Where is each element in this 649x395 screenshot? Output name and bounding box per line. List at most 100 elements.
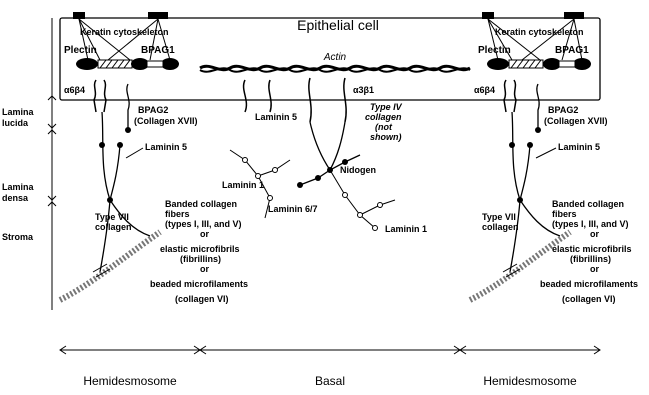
right-integrin-chain <box>504 80 506 112</box>
right-integrin-chain <box>514 80 516 112</box>
type4-label-2: collagen <box>365 112 402 122</box>
left-bpag1-rod <box>147 61 163 67</box>
left-fibers-line: Banded collagen <box>165 199 237 209</box>
right-laminin5-strand <box>512 112 520 200</box>
laminin1-right-strand <box>330 170 375 228</box>
left-fibers-line: (types I, III, and V) <box>165 219 242 229</box>
right-collagen7-strand <box>510 200 520 272</box>
left-laminin5-node <box>117 142 123 148</box>
right-type7-sub: collagen <box>482 222 519 232</box>
right-laminin5-label: Laminin 5 <box>558 142 600 152</box>
left-fibers-list: Banded collagen fibers (types I, III, an… <box>150 199 248 304</box>
actin-label: Actin <box>323 52 347 63</box>
left-plectin-blob <box>76 58 98 70</box>
type4-label-1: Type IV <box>370 102 403 112</box>
nidogen-label: Nidogen <box>340 165 376 175</box>
left-bpag2-label: BPAG2 <box>138 105 168 115</box>
right-fibers-line: Banded collagen <box>552 199 624 209</box>
right-fibers-line: or <box>590 264 599 274</box>
right-laminin5-strand <box>520 145 530 200</box>
right-bpag1-rod <box>559 61 575 67</box>
right-laminin5-node <box>527 142 533 148</box>
laminin-node <box>256 174 261 179</box>
laminin1-left-label: Laminin 1 <box>222 180 264 190</box>
laminin1-right-strand <box>360 200 395 215</box>
left-laminin5-strand <box>102 112 110 200</box>
right-hemidesmosome: Keratin cytoskeleton Plectin BPAG1 α6β4 … <box>470 12 638 304</box>
laminin-node <box>273 168 278 173</box>
right-type7-label: Type VII <box>482 212 516 222</box>
region-arrows: Hemidesmosome Basal Hemidesmosome <box>60 346 600 388</box>
left-fibers-line: (collagen VI) <box>175 294 229 304</box>
right-fibers-list: Banded collagen fibers (types I, III, an… <box>540 199 638 304</box>
center-anchor-chain <box>244 80 247 112</box>
left-bpag1-blob <box>161 58 179 70</box>
center-laminin5-strand <box>310 122 330 170</box>
type4-label-4: shown) <box>370 132 402 142</box>
region-label-left: Hemidesmosome <box>83 374 177 388</box>
left-banded-fiber <box>60 232 160 300</box>
center-laminin5-label: Laminin 5 <box>255 112 297 122</box>
left-fibers-line: elastic microfibrils <box>160 244 240 254</box>
lamina-lucida-label: Lamina <box>2 107 35 117</box>
cell-title: Epithelial cell <box>297 17 379 33</box>
right-laminin5-node <box>509 142 515 148</box>
left-bpag1-blob <box>131 58 149 70</box>
left-type7-label: Type VII <box>95 212 129 222</box>
left-laminin5-label: Laminin 5 <box>145 142 187 152</box>
right-bpag2-label: BPAG2 <box>548 105 578 115</box>
laminin1-right-label: Laminin 1 <box>385 224 427 234</box>
left-integrin-chain <box>94 80 96 112</box>
right-fibers-line: (types I, III, and V) <box>552 219 629 229</box>
right-laminin5-pointer <box>536 148 556 158</box>
lamina-lucida-label-2: lucida <box>2 118 29 128</box>
right-a6b4-label: α6β4 <box>474 85 495 95</box>
right-keratin-anchor <box>564 12 584 19</box>
laminin-node <box>373 226 378 231</box>
laminin-node <box>358 213 363 218</box>
right-bpag1-blob <box>573 58 591 70</box>
laminin-node <box>343 193 348 198</box>
right-bpag2-end <box>535 127 541 133</box>
right-fibers-line: or <box>590 229 599 239</box>
layer-scale: Lamina lucida Lamina densa Stroma <box>2 18 56 310</box>
lamina-densa-label: Lamina <box>2 182 35 192</box>
right-fibers-line: (collagen VI) <box>562 294 616 304</box>
right-bpag2-chain <box>537 84 539 128</box>
left-hemidesmosome: Keratin cytoskeleton Plectin BPAG1 α6β4 … <box>60 12 248 304</box>
laminin67-node <box>297 182 303 188</box>
right-fibers-line: (fibrillins) <box>570 254 611 264</box>
left-plectin-label: Plectin <box>64 45 97 56</box>
left-a6b4-label: α6β4 <box>64 85 85 95</box>
lamina-densa-label-2: densa <box>2 193 29 203</box>
right-fibers-line: fibers <box>552 209 577 219</box>
left-keratin-anchor <box>73 12 85 19</box>
right-bpag1-label: BPAG1 <box>555 45 589 56</box>
left-laminin5-strand <box>110 145 120 200</box>
center-anchor-chain <box>269 80 271 112</box>
right-keratin-label: Keratin cytoskeleton <box>495 27 584 37</box>
right-keratin-anchor <box>482 12 494 19</box>
laminin67-node <box>315 175 321 181</box>
right-plectin-blob <box>487 58 509 70</box>
right-bpag1-blob <box>543 58 561 70</box>
laminin-node <box>268 196 273 201</box>
left-fibers-line: (fibrillins) <box>180 254 221 264</box>
left-keratin-label: Keratin cytoskeleton <box>80 27 169 37</box>
left-laminin5-pointer <box>126 148 143 158</box>
laminin-node <box>378 203 383 208</box>
right-bpag2-sub: (Collagen XVII) <box>544 116 608 126</box>
right-plectin-label: Plectin <box>478 45 511 56</box>
left-integrin-chain <box>104 80 106 112</box>
right-fibers-line: elastic microfibrils <box>552 244 632 254</box>
right-banded-fiber <box>470 232 570 300</box>
right-fibers-line: beaded microfilaments <box>540 279 638 289</box>
left-fibers-line: fibers <box>165 209 190 219</box>
left-bpag1-label: BPAG1 <box>141 45 175 56</box>
left-bpag2-chain <box>127 84 129 128</box>
left-fibers-line: or <box>200 264 209 274</box>
type4-label-3: (not <box>375 122 393 132</box>
region-label-right: Hemidesmosome <box>483 374 577 388</box>
